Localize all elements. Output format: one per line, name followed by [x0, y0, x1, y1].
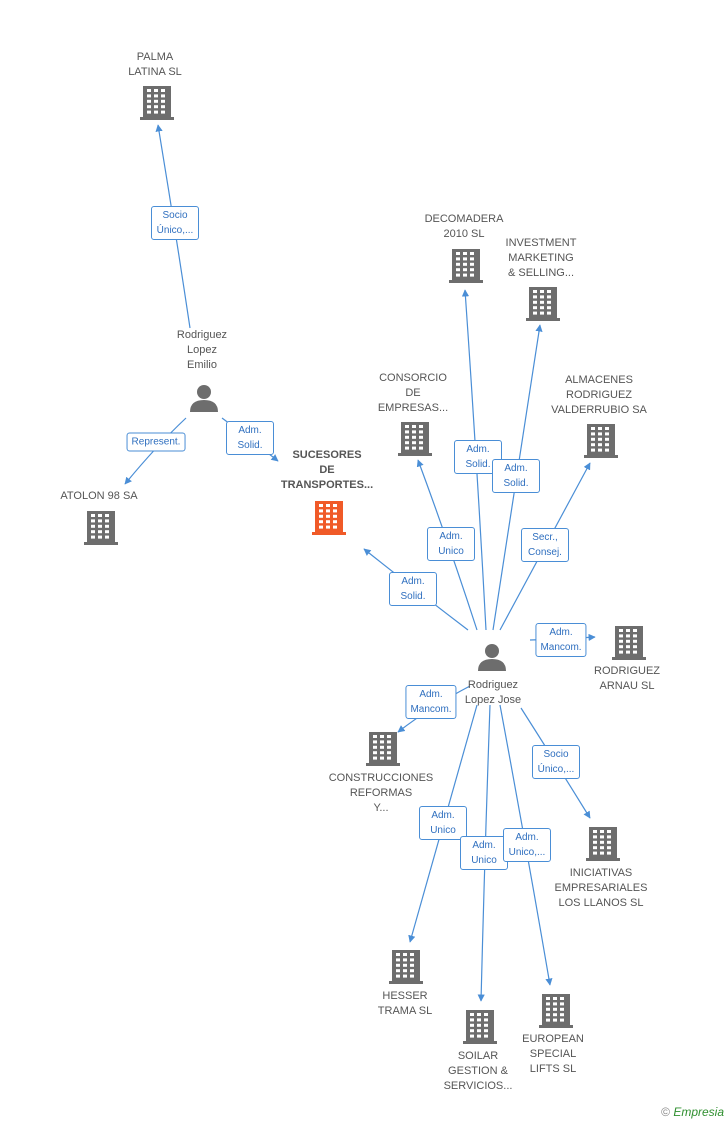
label-consorcio[interactable]: CONSORCIO DE EMPRESAS...	[377, 372, 449, 414]
role-label-jose-almacenes[interactable]: Secr., Consej.	[521, 528, 569, 562]
role-label-jose-hesser[interactable]: Adm. Unico	[419, 806, 467, 840]
label-almacenes[interactable]: ALMACENES RODRIGUEZ VALDERRUBIO SA	[551, 374, 647, 416]
company-building-icon[interactable]	[449, 249, 483, 283]
label-european[interactable]: EUROPEAN SPECIAL LIFTS SL	[522, 1033, 584, 1075]
role-label-jose-european[interactable]: Adm. Unico,...	[503, 828, 551, 862]
company-building-icon[interactable]	[612, 626, 646, 660]
label-soilar[interactable]: SOILAR GESTION & SERVICIOS...	[443, 1050, 513, 1092]
company-building-icon[interactable]	[463, 1010, 497, 1044]
company-building-icon[interactable]	[140, 86, 174, 120]
role-label-emilio-atolon[interactable]: Represent.	[126, 432, 186, 452]
label-decomadera[interactable]: DECOMADERA 2010 SL	[424, 213, 504, 240]
role-label-jose-consorcio[interactable]: Adm. Unico	[427, 527, 475, 561]
role-label-emilio-palma[interactable]: Socio Único,...	[151, 206, 199, 240]
company-building-icon[interactable]	[398, 422, 432, 456]
company-building-icon[interactable]	[366, 732, 400, 766]
graph-nodes	[84, 86, 646, 1044]
label-hesser[interactable]: HESSER TRAMA SL	[377, 990, 433, 1017]
company-building-icon[interactable]	[389, 950, 423, 984]
role-label-jose-soilar[interactable]: Adm. Unico	[460, 836, 508, 870]
role-label-jose-iniciativas[interactable]: Socio Único,...	[532, 745, 580, 779]
label-palma[interactable]: PALMA LATINA SL	[128, 51, 182, 78]
role-label-jose-construcciones[interactable]: Adm. Mancom.	[405, 685, 457, 719]
brand-logo[interactable]: Empresia	[673, 1105, 724, 1119]
company-building-icon[interactable]	[84, 511, 118, 545]
role-label-jose-arnau[interactable]: Adm. Mancom.	[535, 623, 587, 657]
company-building-icon[interactable]	[584, 424, 618, 458]
role-label-jose-investment[interactable]: Adm. Solid.	[492, 459, 540, 493]
company-building-icon[interactable]	[586, 827, 620, 861]
copyright-symbol: ©	[661, 1105, 670, 1119]
label-atolon[interactable]: ATOLON 98 SA	[60, 490, 138, 502]
footer: © Empresia	[661, 1105, 724, 1119]
role-label-emilio-sucesores[interactable]: Adm. Solid.	[226, 421, 274, 455]
label-investment[interactable]: INVESTMENT MARKETING & SELLING...	[505, 237, 577, 279]
label-arnau[interactable]: RODRIGUEZ ARNAU SL	[594, 665, 660, 692]
company-building-icon[interactable]	[539, 994, 573, 1028]
person-icon[interactable]	[190, 385, 218, 412]
role-label-jose-sucesores[interactable]: Adm. Solid.	[389, 572, 437, 606]
label-iniciativas[interactable]: INICIATIVAS EMPRESARIALES LOS LLANOS SL	[554, 867, 648, 909]
label-construcciones[interactable]: CONSTRUCCIONES REFORMAS Y...	[328, 772, 434, 814]
label-emilio[interactable]: Rodriguez Lopez Emilio	[176, 329, 228, 371]
label-sucesores[interactable]: SUCESORES DE TRANSPORTES...	[280, 449, 374, 491]
label-jose[interactable]: Rodriguez Lopez Jose	[464, 679, 522, 706]
company-building-icon[interactable]	[526, 287, 560, 321]
focus-company-building-icon[interactable]	[312, 501, 346, 535]
person-icon[interactable]	[478, 644, 506, 671]
